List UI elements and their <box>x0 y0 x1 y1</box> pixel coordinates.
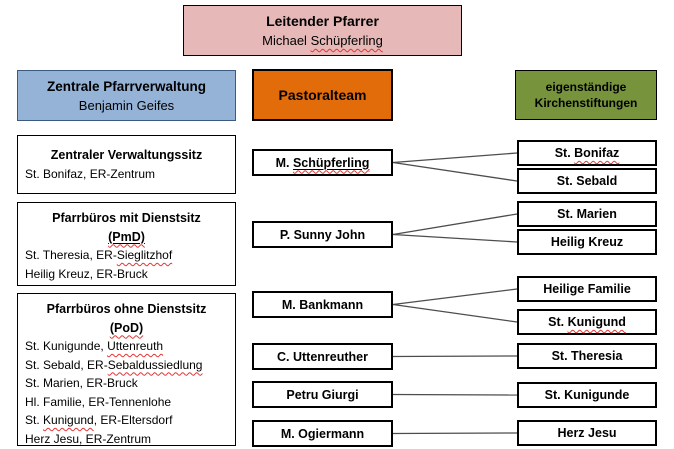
box-title: Pfarrbüros mit Dienstsitz <box>52 211 201 225</box>
member-box-3: C. Uttenreuther <box>252 343 393 370</box>
church-name: St. Marien <box>557 207 617 221</box>
box-title: Pfarrbüros ohne Dienstsitz <box>46 302 207 316</box>
pfarrbueros-mit-dienstsitz-box: Pfarrbüros mit Dienstsitz (PmD) St. Ther… <box>17 202 236 286</box>
church-box-5: St. Kunigund <box>517 309 657 335</box>
pastoralteam-title: Pastoralteam <box>278 87 367 103</box>
church-box-6: St. Theresia <box>517 343 657 369</box>
member-box-1: P. Sunny John <box>252 221 393 248</box>
box-line: St. Kunigund, ER-Eltersdorf <box>25 413 173 427</box>
box-title: Zentraler Verwaltungssitz <box>50 148 203 162</box>
church-box-7: St. Kunigunde <box>517 382 657 408</box>
church-name: St. Kunigunde <box>544 388 630 402</box>
zentrale-pfarrverwaltung-title: Zentrale Pfarrverwaltung <box>46 78 207 94</box>
box-line: Heilig Kreuz, ER-Bruck <box>25 266 148 281</box>
church-name: Herz Jesu <box>557 426 617 440</box>
member-name: P. Sunny John <box>279 227 366 242</box>
member-name: M. Ogiermann <box>280 426 365 441</box>
leitender-pfarrer-title: Leitender Pfarrer <box>266 13 379 29</box>
church-name: St. Bonifaz <box>554 146 620 160</box>
member-box-2: M. Bankmann <box>252 291 393 318</box>
member-name: M. Bankmann <box>281 297 364 312</box>
zentrale-pfarrverwaltung-name: Benjamin Geifes <box>78 97 175 113</box>
member-box-4: Petru Giurgi <box>252 381 393 408</box>
kirchenstiftungen-title-line1: eigenständige <box>545 80 627 94</box>
member-name: M. Schüpferling <box>275 155 370 170</box>
box-title: (PmD) <box>108 229 145 244</box>
leitender-pfarrer-name: Michael Schüpferling <box>262 33 383 48</box>
box-line: St. Sebald, ER-Sebaldussiedlung <box>25 357 203 372</box>
box-line: St. Kunigunde, Uttenreuth <box>25 339 164 353</box>
church-box-1: St. Sebald <box>517 168 657 194</box>
church-name: Heilige Familie <box>543 282 631 296</box>
kirchenstiftungen-title-line2: Kirchenstiftungen <box>534 96 638 110</box>
box-line: St. Theresia, ER-Sieglitzhof <box>25 248 173 262</box>
church-name: St. Kunigund <box>548 315 626 329</box>
church-name: St. Sebald <box>556 174 618 188</box>
church-name: St. Theresia <box>551 349 623 363</box>
pastoralteam-header-box: Pastoralteam <box>252 69 393 121</box>
zentraler-verwaltungssitz-box: Zentraler Verwaltungssitz St. Bonifaz, E… <box>17 135 236 194</box>
member-box-5: M. Ogiermann <box>252 420 393 447</box>
church-box-4: Heilige Familie <box>517 276 657 302</box>
box-line: Hl. Familie, ER-Tennenlohe <box>25 394 172 409</box>
box-line: St. Marien, ER-Bruck <box>25 376 138 390</box>
church-box-8: Herz Jesu <box>517 420 657 446</box>
member-name: C. Uttenreuther <box>277 349 368 364</box>
box-title: (PoD) <box>109 320 144 335</box>
kirchenstiftungen-header-box: eigenständige Kirchenstiftungen <box>515 70 657 120</box>
church-name: Heilig Kreuz <box>550 235 624 249</box>
pfarrbueros-ohne-dienstsitz-box: Pfarrbüros ohne Dienstsitz (PoD) St. Kun… <box>17 293 236 446</box>
box-line: St. Bonifaz, ER-Zentrum <box>25 166 156 181</box>
church-box-0: St. Bonifaz <box>517 140 657 166</box>
box-line: Herz Jesu, ER-Zentrum <box>25 431 152 446</box>
member-box-0: M. Schüpferling <box>252 149 393 176</box>
church-box-3: Heilig Kreuz <box>517 229 657 255</box>
member-name: Petru Giurgi <box>286 387 359 402</box>
leitender-pfarrer-box: Leitender Pfarrer Michael Schüpferling <box>183 5 462 56</box>
zentrale-pfarrverwaltung-box: Zentrale Pfarrverwaltung Benjamin Geifes <box>17 70 236 121</box>
church-box-2: St. Marien <box>517 201 657 227</box>
